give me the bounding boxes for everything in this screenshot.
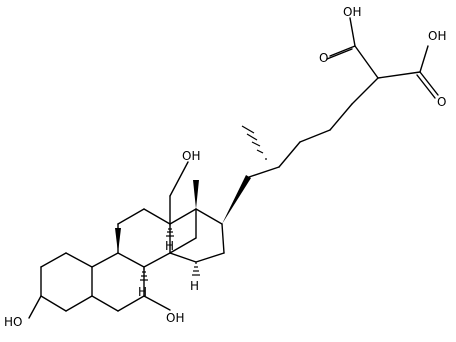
- label-h-c8: H: [165, 239, 174, 253]
- label-oh-acid1: OH: [343, 5, 361, 19]
- side-chain: [222, 77, 379, 224]
- methyl-c10: [115, 228, 121, 253]
- stereo-h-c8: [166, 224, 174, 237]
- ring-c: [117, 161, 189, 268]
- label-o-acid2: O: [437, 95, 446, 109]
- ring-d: [169, 208, 225, 263]
- label-h-c14: H: [190, 279, 199, 293]
- stereo-h-c9: [140, 268, 148, 281]
- label-oh-c7: OH: [166, 311, 184, 325]
- label-oh-c12: OH: [182, 149, 200, 163]
- methyl-c13: [193, 180, 199, 209]
- acid-group-2: [377, 45, 439, 99]
- label-oh-acid2: OH: [428, 29, 446, 43]
- label-ho-c3: HO: [4, 315, 22, 329]
- stereo-h-c14: [192, 262, 200, 276]
- label-o-acid1: O: [319, 51, 328, 65]
- acid-group-1: [326, 17, 379, 79]
- ring-b: [91, 252, 171, 312]
- label-h-c9: H: [138, 285, 147, 299]
- ring-a: [28, 252, 93, 319]
